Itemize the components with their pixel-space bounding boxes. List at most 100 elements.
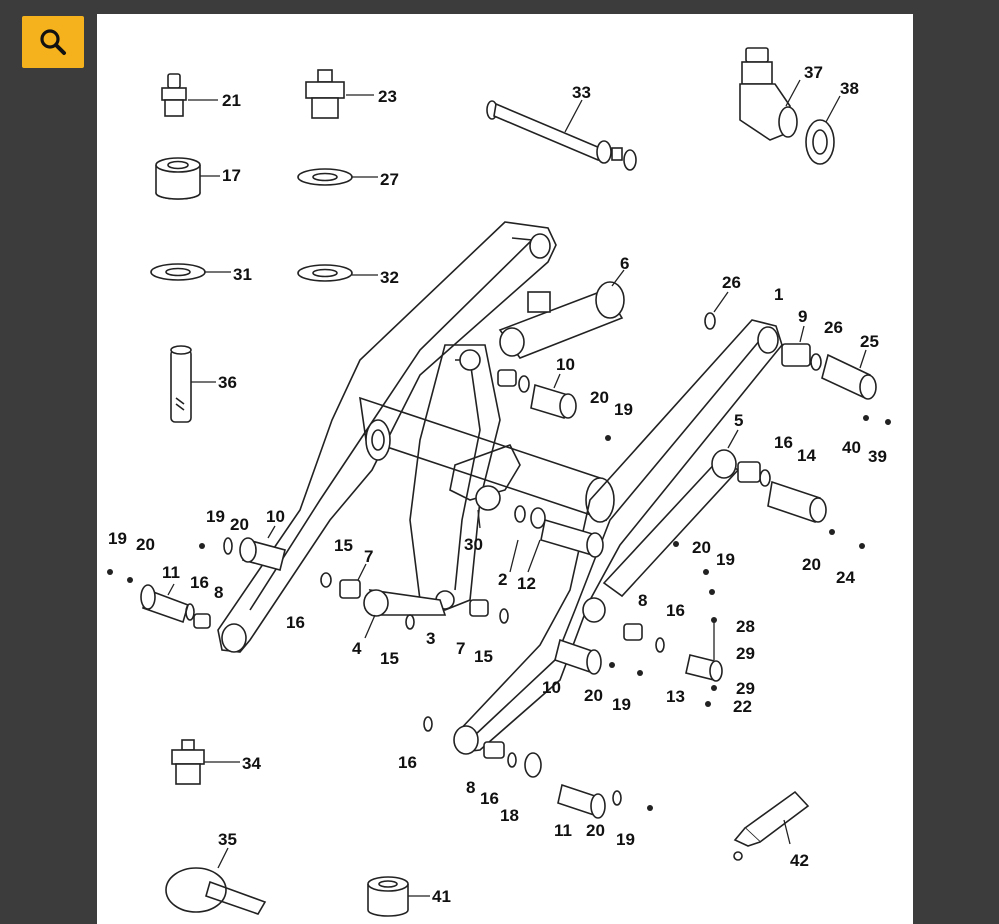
callout-13: 13	[666, 687, 685, 706]
bush-8-bottom	[423, 716, 542, 778]
tilt-cylinder-5	[602, 429, 740, 598]
parts-diagram-sheet: 21 23 33 37 38 17 27 31 32 6 26 1 9 26 2…	[97, 14, 913, 924]
callout-40: 40	[842, 438, 861, 457]
callout-19c: 19	[108, 529, 127, 548]
callout-2: 2	[498, 570, 507, 589]
callout-38: 38	[840, 79, 859, 98]
callout-19a: 19	[614, 400, 633, 419]
callout-20g: 20	[586, 821, 605, 840]
callout-25: 25	[860, 332, 879, 351]
pin-14	[737, 461, 827, 524]
callout-20f: 20	[584, 686, 603, 705]
callout-20c: 20	[136, 535, 155, 554]
bush-7-left	[320, 563, 367, 599]
callout-20e: 20	[802, 555, 821, 574]
callout-15a: 15	[334, 536, 353, 555]
callout-29a: 29	[736, 644, 755, 663]
part-fitting-34	[171, 739, 240, 785]
zoom-button[interactable]	[22, 16, 84, 68]
pin-11-left	[140, 583, 211, 629]
callout-35: 35	[218, 830, 237, 849]
part-grease-nipple-21	[161, 73, 218, 117]
callout-21: 21	[222, 91, 241, 110]
callout-11b: 11	[554, 821, 572, 840]
callout-37: 37	[804, 63, 823, 82]
left-margin	[0, 0, 97, 924]
part-seal-38	[805, 95, 841, 165]
part-bush-41	[367, 876, 430, 917]
callout-23: 23	[378, 87, 397, 106]
callout-6: 6	[620, 254, 629, 273]
lift-cylinder-6	[498, 269, 625, 359]
callout-31: 31	[233, 265, 252, 284]
callout-36: 36	[218, 373, 237, 392]
callout-9: 9	[798, 307, 807, 326]
callout-28: 28	[736, 617, 755, 636]
callout-33: 33	[572, 83, 591, 102]
bush-7-right	[405, 599, 509, 630]
callout-10c: 10	[542, 678, 561, 697]
callout-8b: 8	[638, 591, 647, 610]
callout-14: 14	[797, 446, 816, 465]
callout-20a: 20	[590, 388, 609, 407]
callout-12: 12	[517, 574, 536, 593]
callout-19b: 19	[206, 507, 225, 526]
callout-26a: 26	[722, 273, 741, 292]
part-bush-17	[155, 157, 220, 200]
callout-20b: 20	[230, 515, 249, 534]
callout-39: 39	[868, 447, 887, 466]
callout-29b: 29	[736, 679, 755, 698]
callout-27: 27	[380, 170, 399, 189]
callout-8c: 8	[466, 778, 475, 797]
callout-34: 34	[242, 754, 261, 773]
callout-10a: 10	[556, 355, 575, 374]
part-sealant-tube-42	[733, 790, 810, 861]
part-elbow-37	[739, 47, 801, 141]
callout-20d: 20	[692, 538, 711, 557]
pin-13	[685, 620, 723, 682]
part-pin-36	[170, 345, 216, 423]
part-cable-tie-35	[165, 847, 267, 915]
pin-11-bottom	[557, 783, 622, 819]
callout-5: 5	[734, 411, 743, 430]
callout-41: 41	[432, 887, 451, 906]
callout-16b: 16	[190, 573, 209, 592]
callout-22: 22	[733, 697, 752, 716]
callout-18: 18	[500, 806, 519, 825]
part-washer-32	[297, 264, 378, 282]
callout-3: 3	[426, 629, 435, 648]
pin-10-left	[223, 525, 286, 571]
oring-26-right	[810, 353, 822, 371]
fastener-dots	[107, 415, 891, 811]
magnifier-icon	[40, 29, 66, 55]
part-washer-27	[297, 168, 378, 186]
parts-diagram: 21 23 33 37 38 17 27 31 32 6 26 1 9 26 2…	[107, 47, 891, 917]
plate-30	[449, 444, 521, 529]
callout-24: 24	[836, 568, 855, 587]
callout-7a: 7	[364, 547, 373, 566]
pin-10-bottom	[554, 638, 602, 675]
callout-labels: 21 23 33 37 38 17 27 31 32 6 26 1 9 26 2…	[108, 63, 887, 906]
callout-4: 4	[352, 639, 362, 658]
callout-30: 30	[464, 535, 483, 554]
loader-arm-left	[217, 221, 557, 653]
callout-16a: 16	[774, 433, 793, 452]
callout-15b: 15	[380, 649, 399, 668]
top-margin	[0, 0, 999, 14]
loader-arm-right	[453, 319, 783, 755]
pin-10-top	[530, 373, 577, 420]
right-margin	[913, 0, 999, 924]
link-4	[363, 589, 447, 639]
pin-2-12	[509, 505, 604, 573]
callout-19e: 19	[612, 695, 631, 714]
bush-8-right	[623, 623, 665, 653]
callout-16d: 16	[666, 601, 685, 620]
callout-7b: 7	[456, 639, 465, 658]
callout-1: 1	[774, 285, 783, 304]
callout-16f: 16	[480, 789, 499, 808]
bush-stack-top	[497, 369, 530, 393]
bush-9	[781, 325, 811, 367]
callout-17: 17	[222, 166, 241, 185]
oring-26-top	[704, 291, 729, 330]
callout-15c: 15	[474, 647, 493, 666]
